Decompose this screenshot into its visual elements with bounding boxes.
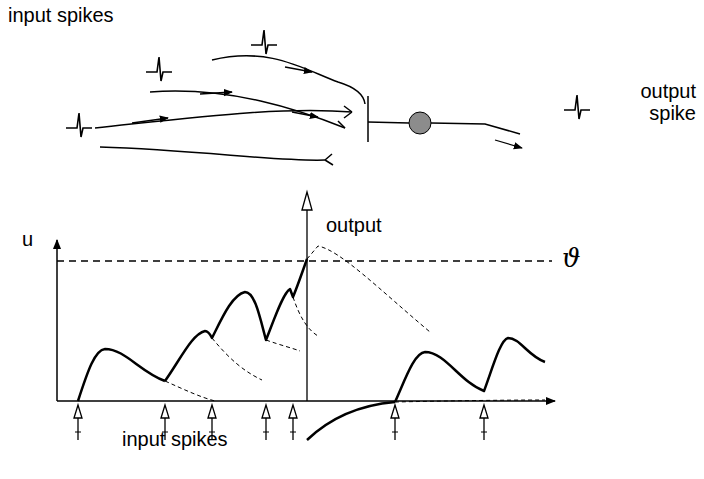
figure-label: input spikes — [122, 428, 228, 450]
membrane-potential-curve — [78, 259, 545, 440]
output-axon — [431, 123, 520, 134]
output-label: output — [326, 214, 382, 236]
input-spike-marker — [391, 405, 399, 440]
flow-arrows — [132, 67, 522, 148]
figure-label: input spikes — [8, 4, 114, 26]
psp-continuations — [165, 246, 545, 402]
input-fibres — [95, 56, 409, 165]
axes — [57, 240, 555, 401]
input-spike-symbol — [66, 113, 92, 137]
threshold-symbol: ϑ — [562, 244, 581, 273]
threshold-line — [57, 260, 552, 261]
soma — [409, 112, 431, 134]
input-spike-symbol — [251, 30, 277, 54]
output-spike-symbol — [564, 95, 590, 119]
input-spike-marker — [74, 405, 82, 440]
output-arrow — [302, 192, 312, 401]
input-spike-marker — [480, 405, 488, 440]
input-spike-marker — [289, 405, 297, 440]
input-spike-marker — [262, 405, 270, 440]
output-label: output spike — [634, 80, 696, 124]
input-spike-symbol — [146, 57, 172, 81]
axis-label: u — [22, 228, 33, 250]
